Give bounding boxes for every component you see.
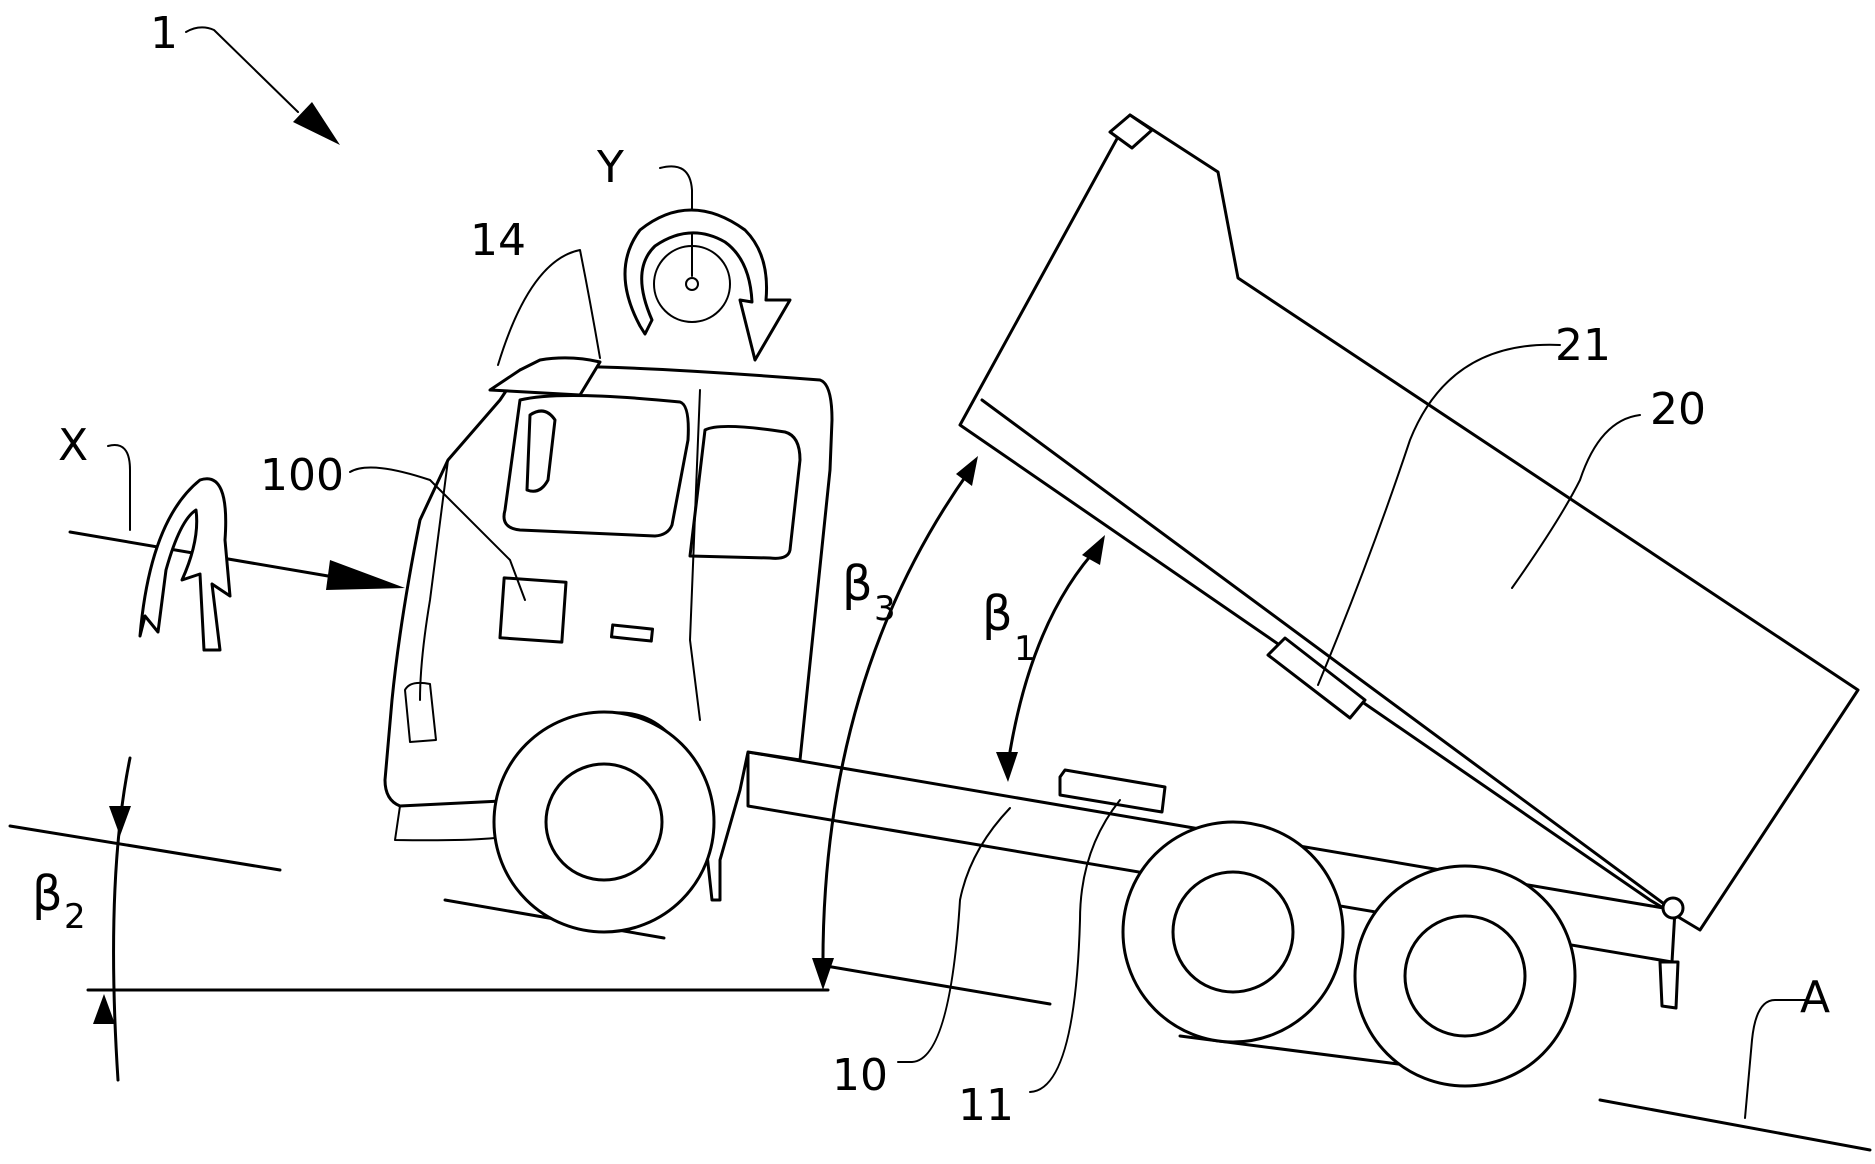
label-chassis: 10	[832, 1050, 888, 1101]
dump-body: 21 20	[960, 115, 1858, 930]
x-axis-rotation-arrow	[140, 479, 230, 650]
beta1-angle-marker: β 1	[982, 535, 1105, 782]
cab-sensor-box	[500, 578, 566, 642]
beta2-arrowhead-bottom	[93, 994, 115, 1024]
beta3-arrowhead-bottom	[812, 958, 834, 990]
chassis-sensor-box	[1060, 770, 1165, 812]
beta3-arc	[823, 470, 970, 975]
label-y-axis: Y	[596, 142, 624, 193]
x-axis-arrowhead	[326, 560, 405, 590]
cab-roof-visor	[490, 358, 600, 395]
label-cab-sensor: 100	[260, 450, 344, 501]
ground-line-upper-left	[10, 826, 280, 870]
label-ground: A	[1800, 972, 1830, 1023]
beta2-subscript: 2	[64, 897, 86, 937]
label-body-sensor: 21	[1555, 320, 1611, 371]
dump-body-outline	[960, 115, 1858, 930]
x-axis-indicator: X	[58, 420, 405, 650]
ground-line-middle	[826, 966, 1050, 1004]
beta1-subscript: 1	[1014, 629, 1036, 669]
beta2-arrowhead-top	[109, 806, 131, 836]
beta3-arrowhead-top	[956, 456, 978, 486]
front-wheel	[494, 712, 714, 932]
cab-side-window	[690, 426, 800, 558]
beta1-arrowhead-bottom	[996, 752, 1018, 782]
beta2-angle-marker: β 2	[32, 758, 131, 1080]
label-x-axis: X	[58, 420, 88, 471]
ground-lines: A	[10, 826, 1870, 1150]
rear-bumper-bracket	[1660, 962, 1678, 1008]
rear-wheel-back-hub	[1405, 916, 1525, 1036]
beta3-symbol: β	[842, 556, 873, 612]
label-body: 20	[1650, 384, 1706, 435]
rear-wheel-front-hub	[1173, 872, 1293, 992]
assembly-reference: 1	[150, 8, 340, 145]
door-handle	[611, 625, 652, 641]
beta3-angle-marker: β 3	[812, 456, 978, 990]
label-assembly: 1	[150, 8, 178, 59]
beta1-symbol: β	[982, 586, 1013, 642]
tipping-hinge	[1663, 898, 1683, 918]
y-axis-center-point	[686, 278, 698, 290]
cab-leader-line	[498, 250, 600, 365]
y-axis-rotation-arrow	[625, 210, 790, 360]
assembly-leader-line	[186, 27, 298, 112]
ground-leader-line	[1745, 1000, 1805, 1118]
ground-line-right	[1600, 1100, 1870, 1150]
assembly-arrowhead	[293, 102, 340, 145]
beta2-symbol: β	[32, 866, 63, 922]
label-chassis-sensor: 11	[958, 1080, 1014, 1131]
beta3-subscript: 3	[874, 589, 896, 629]
y-axis-indicator: Y	[596, 142, 790, 360]
x-axis-leader-line	[108, 445, 130, 530]
label-cab: 14	[470, 215, 526, 266]
front-wheel-hub	[546, 764, 662, 880]
